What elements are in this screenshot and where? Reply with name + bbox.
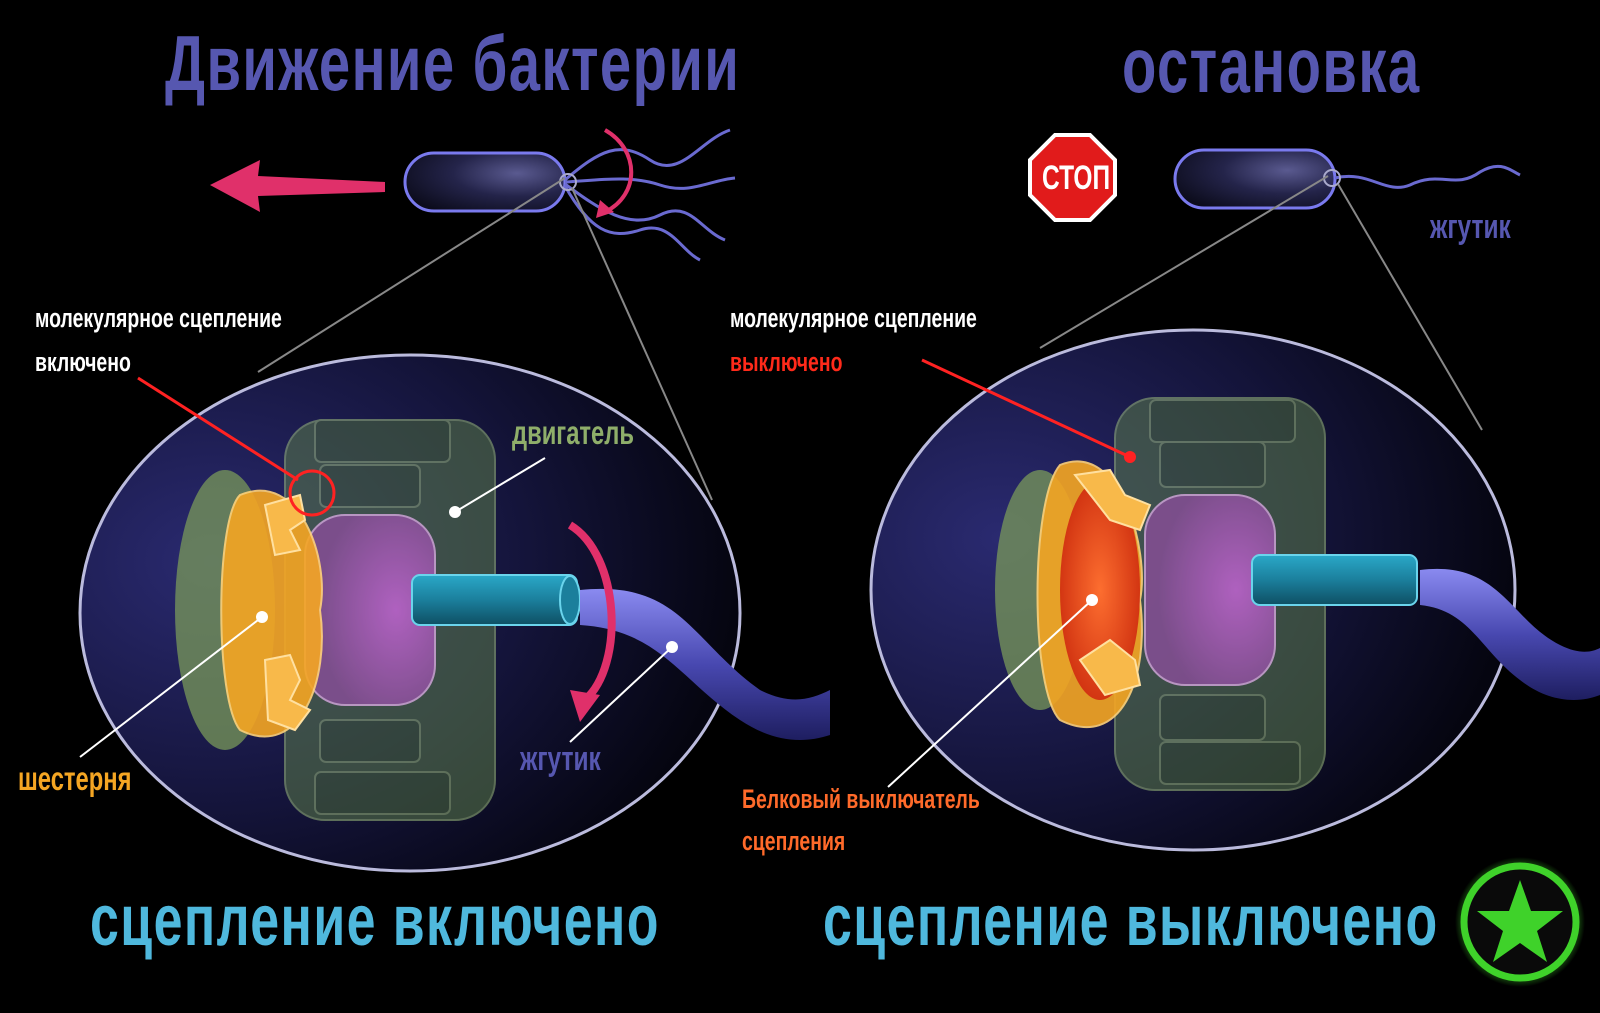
moving-bacterium — [210, 128, 736, 501]
flagellum-tube — [1420, 568, 1600, 700]
label-clutch-off-line2: выключено — [730, 347, 843, 377]
label-clutch-on-line2: включено — [35, 347, 131, 377]
bacterium-body-icon — [1173, 148, 1337, 210]
caption-clutch-on: сцепление включено — [90, 881, 660, 961]
clutch-highlight — [288, 469, 336, 517]
shaft — [1251, 554, 1418, 606]
label-clutch-on-line1: молекулярное сцепление — [35, 303, 282, 333]
motor-detail-clutch-off — [869, 328, 1600, 852]
shaft — [411, 574, 578, 626]
stopped-bacterium — [1028, 133, 1521, 431]
label-flagellum-top: жгутик — [1430, 208, 1511, 246]
stop-sign-text: СТОП — [1042, 159, 1111, 197]
title-stopped: остановка — [1122, 21, 1421, 109]
protein-switch — [1060, 480, 1140, 700]
stop-sign-icon — [1028, 133, 1117, 222]
title-moving: Движение бактерии — [165, 19, 741, 107]
label-gear: шестерня — [18, 760, 132, 797]
label-switch-line2: сцепления — [742, 826, 846, 856]
label-motor: двигатель — [512, 414, 634, 451]
rotation-arrow-icon — [567, 521, 616, 704]
star-badge-icon — [1455, 857, 1585, 987]
bacterium-body-icon — [403, 151, 567, 213]
label-switch-line1: Белковый выключатель — [742, 784, 980, 814]
label-clutch-off-line1: молекулярное сцепление — [730, 303, 977, 333]
rotation-arrow-icon — [603, 128, 634, 214]
label-flagellum-left: жгутик — [520, 740, 601, 778]
flagellum-tube — [580, 588, 830, 740]
motor-detail-clutch-on — [78, 353, 830, 873]
flagellum-icon — [1334, 164, 1521, 189]
caption-clutch-off: сцепление выключено — [823, 881, 1439, 961]
flagella-icon — [563, 128, 736, 262]
motion-arrow-icon — [210, 160, 385, 212]
